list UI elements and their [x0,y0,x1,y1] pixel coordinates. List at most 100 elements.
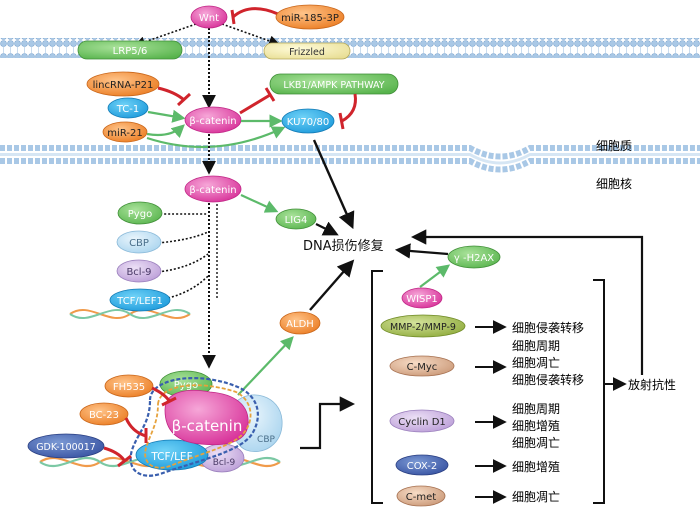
cbp-node: CBP [116,230,162,254]
complex-tcf: TCF/LEF [135,439,209,471]
wnt-label: Wnt [199,13,219,24]
lig4-to-dna-arrow [315,221,339,236]
cox2-node: COX-2 [395,454,449,476]
h2ax-label: γ -H2AX [454,253,494,264]
nuclear-membrane [0,145,700,173]
cmyc-node: C-Myc [389,355,455,377]
tcf-dotted-link [167,275,209,299]
cox2-outcome-1: 细胞增殖 [512,459,560,474]
targets-bracket-right [593,279,605,504]
cmet-label: C-met [406,492,436,503]
targets-bracket-left [371,270,383,504]
cmet-outcome-1: 细胞凋亡 [512,490,560,504]
ku-node: KU70/80 [281,108,335,134]
lkb1-ku-bar [338,112,345,130]
gdk-inhibit-bar [117,454,132,468]
lincrna-inhibit-bar [176,92,192,107]
cmyc-label: C-Myc [407,362,438,373]
bcatenin-cyto-node: β-catenin [184,106,242,134]
complex-bcatenin-label: β-catenin [172,417,243,435]
radioresistance-label: 放射抗性 [628,377,676,392]
mir185-label: miR-185-3P [281,13,339,24]
lig4-node: LIG4 [275,208,317,230]
tcf-label: TCF/LEF1 [116,296,163,307]
bcatenin-nuc-label: β-catenin [189,185,236,196]
lincrna-inhibit-line [157,86,185,102]
bcatenin-nuc-node: β-catenin [184,175,242,203]
gdk-node: GDK-100017 [27,433,105,459]
bc23-inhibit-line [124,417,147,438]
bcatenin-lkb1-bar [264,87,276,102]
complex-bcatenin: β-catenin [164,389,249,446]
mir21-node: miR-21 [102,121,148,143]
cmyc-outcome-1: 细胞周期 [512,339,560,353]
complex-to-targets-arrow [300,396,356,450]
lincrna-node: lincRNA-P21 [86,71,160,97]
bcl9-dotted-link [157,253,209,273]
lrp-node: LRP5/6 [77,40,183,60]
tc1-to-bcatenin-arrow [147,109,186,123]
mir21-to-ku-arrow [146,126,286,149]
nucleus-label: 细胞核 [596,177,632,191]
bcl9-label: Bcl-9 [126,267,151,278]
mmp-node: MMP-2/MMP-9 [380,314,466,338]
pygo-label: Pygo [128,209,152,220]
lig4-label: LIG4 [285,215,308,226]
dna-helix-top [69,308,191,320]
ku-label: KU70/80 [287,117,329,128]
cbp-label: CBP [129,238,149,249]
complex-bcl9-label: Bcl-9 [213,458,236,468]
lkb1-label: LKB1/AMPK PATHWAY [283,80,384,91]
fh535-inhibit-bar [161,396,177,407]
mir21-label: miR-21 [107,128,142,139]
tc1-node: TC-1 [107,97,149,119]
cmyc-outcome-2: 细胞凋亡 [512,356,560,370]
lincrna-label: lincRNA-P21 [93,80,154,91]
aldh-node: ALDH [279,311,321,335]
complex-outline-blue [129,377,259,477]
mir185-node: miR-185-3P [275,4,345,30]
aldh-label: ALDH [286,319,314,330]
bcatenin-to-lig4-arrow [240,193,279,213]
bcl9-node: Bcl-9 [116,259,162,283]
gdk-inhibit-line [103,446,126,461]
bcatenin-to-lkb1-inhibit [239,93,271,115]
frizzled-label: Frizzled [289,47,325,58]
cmyc-outcome-3: 细胞侵袭转移 [512,372,584,387]
mir185-inhibit-bar [230,9,236,25]
wisp1-node: WISP1 [401,287,443,309]
mir185-inhibit-line [232,7,279,19]
cytoplasm-label: 细胞质 [596,139,632,153]
bcatenin-cyto-label: β-catenin [189,116,236,127]
complex-to-aldh-arrow [237,336,294,396]
cyclin-outcome-2: 细胞增殖 [512,418,560,433]
lkb1-to-ku-inhibit [341,93,357,123]
wisp-to-h2ax-arrow [419,264,451,288]
frizzled-node: Frizzled [263,42,351,60]
mmp-outcome-1: 细胞侵袭转移 [512,320,584,335]
bc23-label: BC-23 [89,410,119,421]
h2ax-to-dna-arrow [394,243,449,259]
mir21-to-bcatenin-arrow [146,124,185,139]
dna-repair-label: DNA损伤修复 [303,239,384,254]
bc23-node: BC-23 [79,402,129,426]
complex-cbp-label: CBP [257,435,275,445]
aldh-to-dna-arrow [309,259,355,311]
fh535-node: FH535 [104,374,154,398]
mmp-label: MMP-2/MMP-9 [390,322,456,333]
ku-to-dna-arrow [312,139,355,230]
wisp1-label: WISP1 [406,294,438,305]
complex-outline-orange [144,384,252,469]
tcf-node: TCF/LEF1 [109,288,171,312]
cyclin-node: Cyclin D1 [389,409,455,433]
wnt-to-frizzled-arrow [221,23,281,47]
pygo-node: Pygo [117,201,163,225]
cyclin-outcome-1: 细胞周期 [512,402,560,416]
lrp-label: LRP5/6 [113,46,148,57]
cmet-node: C-met [396,485,446,507]
cyclin-outcome-3: 细胞凋亡 [512,436,560,450]
gdk-label: GDK-100017 [36,442,96,453]
cox2-label: COX-2 [407,461,438,472]
